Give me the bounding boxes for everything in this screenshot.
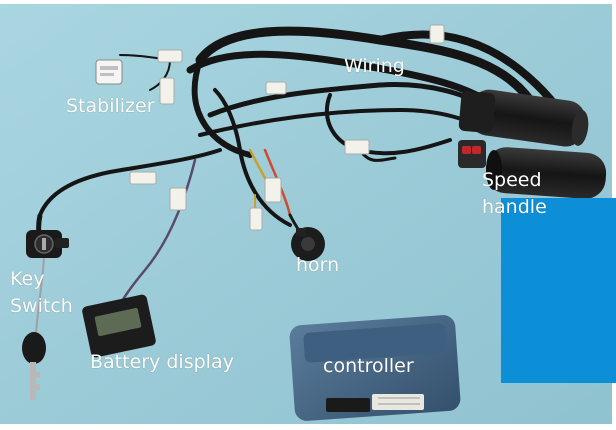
label-battery-display: Battery display <box>90 351 234 373</box>
label-stabilizer: Stabilizer <box>66 95 155 117</box>
label-key-line2: Switch <box>10 295 73 317</box>
label-horn: horn <box>296 254 340 276</box>
horn-unit <box>291 227 325 261</box>
blue-overlay-block <box>501 198 616 383</box>
controller-unit <box>289 315 461 421</box>
label-wiring: Wiring <box>344 55 405 77</box>
speed-handle-grips <box>458 89 607 199</box>
connectors <box>129 24 445 231</box>
battery-display-unit <box>82 294 156 358</box>
label-key-line1: Key <box>10 268 45 290</box>
stabilizer-unit <box>95 59 123 85</box>
wiring-harness <box>38 26 569 307</box>
label-speed-line1: Speed <box>482 169 542 191</box>
label-controller: controller <box>323 355 414 377</box>
key-switch-unit <box>22 214 69 400</box>
label-speed-line2: handle <box>482 196 547 218</box>
